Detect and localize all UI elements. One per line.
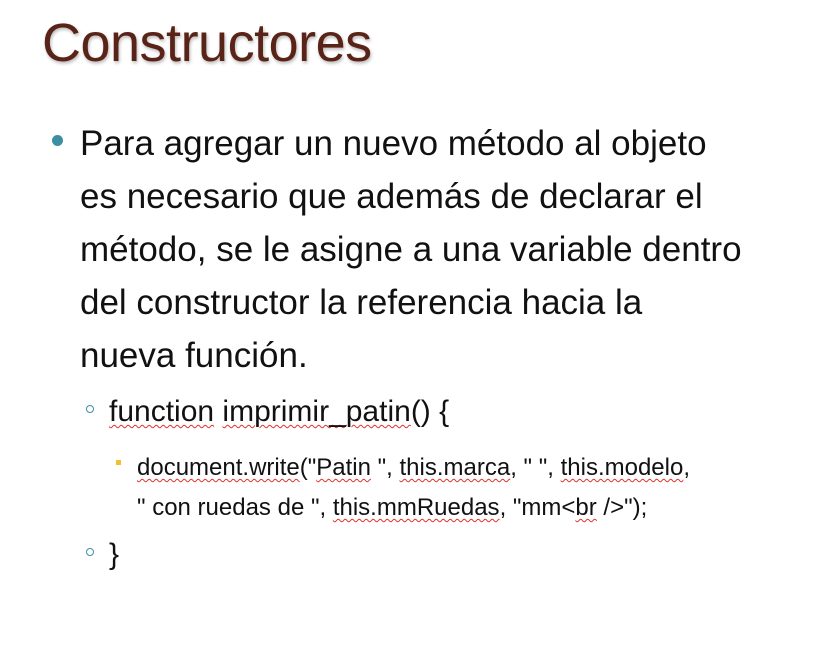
bullet-text: Para agregar un nuevo método al objeto e… <box>80 117 832 382</box>
code-token: this.marca <box>399 454 511 481</box>
code-token: (" <box>299 454 317 481</box>
bullet-line: nueva función. <box>80 336 308 375</box>
code-token: />"); <box>596 494 648 521</box>
code-function-close: } <box>109 538 120 571</box>
code-token: document.write <box>137 454 300 481</box>
bullet-line: del constructor la referencia hacia la <box>80 283 643 322</box>
code-function-name: imprimir_patin <box>222 395 411 428</box>
code-token: Patin <box>316 454 371 481</box>
code-line: document.write("Patin ", this.marca, " "… <box>137 448 690 488</box>
code-token: " con ruedas de ", <box>137 494 333 521</box>
code-token: , <box>683 454 690 481</box>
subbullet-ring-icon <box>86 548 94 556</box>
code-keyword: function <box>109 395 215 428</box>
bullet-line: es necesario que además de declarar el <box>80 177 703 216</box>
code-line: " con ruedas de ", this.mmRuedas, "mm<br… <box>137 488 690 528</box>
code-token: this.modelo <box>560 454 684 481</box>
code-token: , "mm< <box>499 494 576 521</box>
slide-title: Constructores <box>42 13 372 73</box>
subsubbullet-square-icon <box>116 460 121 465</box>
subbullet-ring-icon <box>86 405 94 413</box>
code-function-open: function imprimir_patin() { <box>109 393 449 431</box>
bullet-line: método, se le asigne a una variable dent… <box>80 230 742 269</box>
bullet-dot-icon <box>52 135 63 146</box>
code-token: this.mmRuedas <box>332 494 500 521</box>
code-token: ", <box>370 454 400 481</box>
code-token: , " ", <box>510 454 561 481</box>
code-token: br <box>575 494 597 521</box>
bullet-line: Para agregar un nuevo método al objeto <box>80 124 707 163</box>
code-write-statement: document.write("Patin ", this.marca, " "… <box>137 448 690 528</box>
code-brace: () { <box>410 395 450 428</box>
